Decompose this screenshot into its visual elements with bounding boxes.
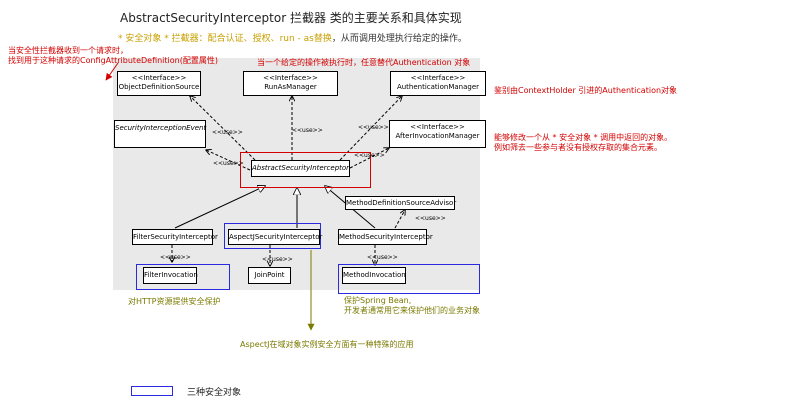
class-abstract-security-interceptor: AbstractSecurityInterceptor	[251, 160, 350, 177]
note-http: 对HTTP资源提供安全保护	[128, 297, 221, 306]
class-method-invocation: MethodInvocation	[342, 267, 406, 284]
note-spring-line2: 开发者通常用它来保护他们的业务对象	[344, 306, 480, 315]
class-name: MethodDefinitionSourceAdvisor	[346, 199, 457, 207]
class-method-definition-source-advisor: MethodDefinitionSourceAdvisor	[345, 196, 457, 210]
class-name: AspectJSecurityInterceptor	[229, 233, 323, 241]
note-authentication: 鉴别由ContextHolder 引进的Authentication对象	[494, 86, 678, 95]
diagram-title: AbstractSecurityInterceptor 拦截器 类的主要关系和具…	[120, 11, 462, 25]
stereotype-label: <<Interface>>	[131, 74, 187, 82]
use-label: <<use>>	[415, 215, 446, 222]
class-aspectj-security-interceptor: AspectJSecurityInterceptor	[228, 229, 323, 245]
class-filter-invocation: FilterInvocation	[143, 267, 198, 284]
highlight-method-invocation	[338, 264, 480, 294]
stereotype-label: <<Interface>>	[410, 74, 466, 82]
note-after-invocation-line2: 例如筛去一些参与者没有授权存取的集合元素。	[494, 143, 662, 152]
note-definition-source-line1: 当安全性拦截器收到一个请求时，	[8, 46, 128, 55]
class-name: FilterSecurityInterceptor	[133, 233, 218, 241]
note-arrow-left	[105, 62, 119, 81]
inherit-line-fsi	[174, 186, 265, 229]
note-run-as: 当一个给定的操作被执行时，任意替代Authentication 对象	[257, 58, 471, 67]
class-authentication-manager: <<Interface>> AuthenticationManager	[390, 71, 486, 96]
class-name: JoinPoint	[254, 271, 285, 279]
highlight-filter-invocation	[136, 264, 230, 290]
use-label: <<use>>	[358, 124, 389, 131]
class-filter-security-interceptor: FilterSecurityInterceptor	[132, 229, 218, 245]
class-security-interception-event: SecurityInterceptionEvent	[114, 120, 206, 148]
note-aspectj: AspectJ在域对象实例安全方面有一种特殊的应用	[240, 340, 414, 349]
class-name: AuthenticationManager	[396, 83, 480, 91]
class-name: ObjectDefinitionSource	[118, 83, 200, 91]
use-label: <<use>>	[262, 256, 293, 263]
highlight-aspectj-interceptor	[224, 223, 321, 249]
use-label: <<use>>	[367, 254, 398, 261]
class-object-definition-source: <<Interface>> ObjectDefinitionSource	[117, 71, 201, 96]
class-run-as-manager: <<Interface>> RunAsManager	[243, 71, 338, 96]
subtitle-part1: * 安全对象 * 拦截器：配合认证、授权、run - as替换	[118, 34, 332, 44]
use-line-sie	[206, 150, 251, 171]
use-label: <<use>>	[160, 254, 191, 261]
use-line-mdsa	[394, 210, 405, 229]
diagram-subtitle: * 安全对象 * 拦截器：配合认证、授权、run - as替换，从而调用处理执行…	[118, 31, 467, 44]
class-name: SecurityInterceptionEvent	[115, 124, 207, 132]
use-label: <<use>>	[212, 129, 243, 136]
note-after-invocation-line1: 能够修改一个从 * 安全对象 * 调用中返回的对象。	[494, 133, 673, 142]
class-name: RunAsManager	[264, 83, 317, 91]
class-name: MethodSecurityInterceptor	[339, 233, 433, 241]
stereotype-label: <<Interface>>	[263, 74, 318, 82]
note-spring-line1: 保护Spring Bean,	[344, 296, 412, 305]
use-line-aim	[349, 148, 389, 169]
use-label: <<use>>	[354, 152, 385, 159]
class-name: AfterInvocationManager	[395, 132, 480, 140]
class-name: MethodInvocation	[343, 271, 406, 279]
legend-label: 三种安全对象	[187, 388, 242, 398]
use-line-ods	[190, 96, 256, 161]
class-method-security-interceptor: MethodSecurityInterceptor	[338, 229, 433, 245]
legend-swatch	[131, 386, 173, 396]
use-label: <<use>>	[213, 160, 244, 167]
class-after-invocation-manager: <<Interface>> AfterInvocationManager	[389, 120, 486, 148]
class-name: FilterInvocation	[144, 271, 198, 279]
subtitle-part2: ，从而调用处理执行给定的操作。	[331, 34, 467, 44]
class-name: AbstractSecurityInterceptor	[252, 164, 350, 172]
use-label: <<use>>	[292, 127, 323, 134]
note-definition-source-line2: 找到用于这种请求的ConfigAttributeDefinition(配置属性)	[8, 56, 218, 65]
class-join-point: JoinPoint	[248, 267, 291, 284]
highlight-abstract-interceptor	[240, 152, 371, 188]
stereotype-label: <<Interface>>	[410, 123, 465, 131]
